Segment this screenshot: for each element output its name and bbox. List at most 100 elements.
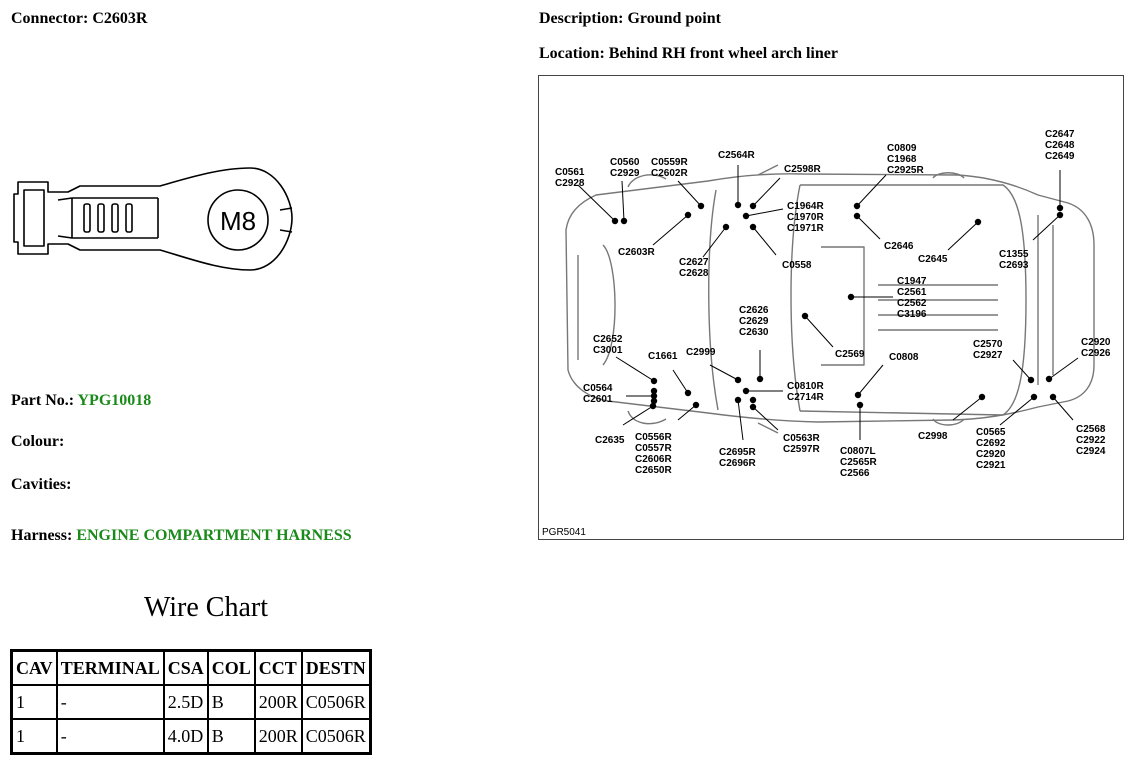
connector-id: C2561	[897, 287, 927, 298]
connector-id: C0561	[555, 167, 585, 178]
connector-id: C2921	[976, 460, 1006, 471]
leader-line	[857, 364, 884, 396]
connector-label: C2564R	[718, 150, 755, 161]
connector-id: C2598R	[784, 164, 821, 175]
part-number-label: Part No.:	[11, 392, 75, 409]
table-row: 1 - 2.5D B 200R C0506R	[10, 684, 372, 720]
connector-id: C0559R	[651, 157, 688, 168]
location-field: Location: Behind RH front wheel arch lin…	[539, 45, 838, 63]
harness-field: Harness: ENGINE COMPARTMENT HARNESS	[11, 527, 352, 545]
cavities-field: Cavities:	[11, 476, 71, 494]
connector-label: C1661	[648, 351, 678, 362]
connector-id: C2998	[918, 431, 948, 442]
connector-id: C0558	[782, 260, 812, 271]
connector-id: C0556R	[635, 432, 672, 443]
connector-id: C2692	[976, 438, 1006, 449]
colour-field: Colour:	[11, 433, 64, 451]
connector-id: C0809	[887, 143, 917, 154]
header-cct: CCT	[253, 649, 303, 686]
connector-id: C0560	[610, 157, 640, 168]
connector-id: C1968	[887, 154, 917, 165]
connector-id: C0565	[976, 427, 1006, 438]
leader-line	[702, 226, 727, 258]
leader-line	[804, 315, 834, 348]
connector-id: C2628	[679, 268, 709, 279]
leader-line	[1032, 214, 1061, 241]
leader-lines	[577, 165, 1079, 441]
cell-cct: 200R	[253, 718, 303, 755]
connector-id: C2629	[739, 316, 769, 327]
connector-id: C2597R	[783, 444, 820, 455]
header-csa: CSA	[162, 649, 209, 686]
connector-id: C2696R	[719, 458, 756, 469]
cell-csa: 4.0D	[162, 718, 209, 755]
leader-line	[752, 226, 777, 256]
connector-id: C1970R	[787, 212, 824, 223]
leader-line	[615, 356, 655, 382]
connector-id: C2627	[679, 257, 709, 268]
description-value: Ground point	[627, 10, 721, 27]
connector-id: C3001	[593, 345, 623, 356]
connector-id: C2928	[555, 178, 585, 189]
connector-id: C2920	[976, 449, 1006, 460]
connector-label: C2569	[835, 349, 865, 360]
cell-terminal: -	[55, 718, 165, 755]
vehicle-outline	[565, 164, 1095, 434]
cell-col: B	[206, 684, 256, 720]
description-field: Description: Ground point	[539, 10, 721, 28]
connector-id: C2601	[583, 394, 613, 405]
connector-id: C2647	[1045, 129, 1075, 140]
connector-id: C2927	[973, 350, 1003, 361]
connector-id: C1661	[648, 351, 678, 362]
connector-id: C2652	[593, 334, 623, 345]
connector-id: C0810R	[787, 381, 824, 392]
connector-id: C2924	[1076, 446, 1106, 457]
wire-chart-header-row: CAV TERMINAL CSA COL CCT DESTN	[10, 649, 372, 686]
connector-id: C2695R	[719, 447, 756, 458]
leader-line	[1052, 396, 1074, 421]
header-destn: DESTN	[300, 649, 372, 686]
connector-id: C2693	[999, 260, 1029, 271]
harness-label: Harness:	[11, 527, 73, 544]
part-number-value: YPG10018	[77, 392, 152, 409]
connector-id: C3196	[897, 309, 927, 320]
location-value: Behind RH front wheel arch liner	[608, 45, 838, 62]
figure-id: PGR5041	[542, 527, 586, 538]
connector-id: C2635	[595, 435, 625, 446]
leader-line	[621, 180, 625, 222]
connector-id: C2645	[918, 254, 948, 265]
connector-id: C2650R	[635, 465, 672, 476]
connector-id: C2922	[1076, 435, 1106, 446]
connector-field: Connector: C2603R	[11, 10, 147, 28]
connector-id: C2630	[739, 327, 769, 338]
connector-id: C2920	[1081, 337, 1111, 348]
connector-id: C2564R	[718, 150, 755, 161]
connector-label: C2635	[595, 435, 625, 446]
cell-cav: 1	[10, 684, 58, 720]
connector-id: C2565R	[840, 457, 877, 468]
connector-id: C2646	[884, 241, 914, 252]
connector-id: C0557R	[635, 443, 672, 454]
header-cav: CAV	[10, 649, 58, 686]
cavities-label: Cavities:	[11, 476, 72, 493]
connector-id: C2626	[739, 305, 769, 316]
wire-chart-title: Wire Chart	[143, 592, 269, 623]
connector-id: C2602R	[651, 168, 688, 179]
connector-label: C2999	[686, 347, 716, 358]
connector-id: C2569	[835, 349, 865, 360]
leader-line	[652, 214, 689, 246]
connector-point	[749, 396, 757, 404]
connector-point	[650, 397, 658, 405]
cell-destn: C0506R	[300, 718, 372, 755]
connector-label: C2646	[884, 241, 914, 252]
